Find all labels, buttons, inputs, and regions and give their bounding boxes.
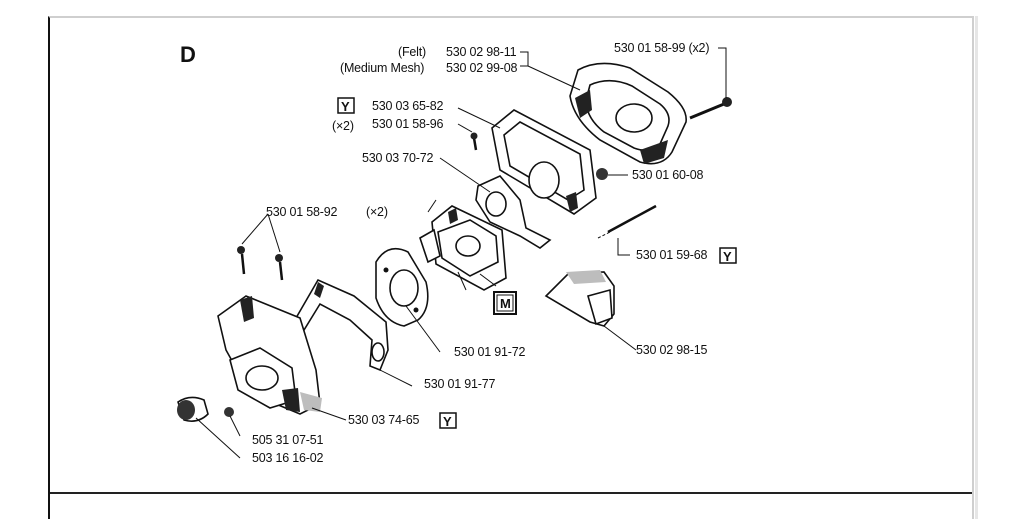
badge-y-top: Y <box>337 97 355 114</box>
plate-part-number: 530 03 70-72 <box>362 151 434 165</box>
carb-housing <box>217 295 322 415</box>
svg-text:Y: Y <box>723 249 732 264</box>
pin <box>224 407 234 417</box>
badge-m-carburetor: M <box>493 291 517 315</box>
frame-shadow <box>975 16 978 519</box>
housing-part-number: 530 03 74-65 <box>348 413 420 427</box>
cover-nut <box>596 168 608 180</box>
badge-y-housing: Y <box>439 412 457 429</box>
air-filter-cover <box>569 62 687 165</box>
felt-note: (Felt) <box>398 45 426 59</box>
leader-lines <box>195 47 727 459</box>
nut-part-number: 530 01 60-08 <box>632 168 704 182</box>
svg-text:M: M <box>500 296 511 311</box>
cover-screw <box>689 97 732 120</box>
stud-part-number: 530 01 59-68 <box>636 248 708 262</box>
svg-text:Y: Y <box>443 414 452 429</box>
felt-part-number: 530 02 98-11 <box>446 45 517 59</box>
screw-quantity: (×2) <box>332 119 354 133</box>
bushing <box>177 396 209 422</box>
gasket-part-number: 530 03 65-82 <box>372 99 444 113</box>
side-screws <box>237 246 284 281</box>
air-filter-plate <box>491 109 597 215</box>
filter-screw <box>470 132 478 151</box>
carburetor <box>419 199 507 291</box>
screw-part-number: 530 01 58-96 <box>372 117 444 131</box>
side-screw-part-number: 530 01 58-92 <box>266 205 338 219</box>
bushing-part-number: 503 16 16-02 <box>252 451 324 465</box>
section-letter: D <box>180 42 196 67</box>
svg-text:Y: Y <box>341 99 350 114</box>
stud <box>597 204 657 239</box>
throttle-slide <box>544 270 615 327</box>
carb-bracket <box>295 278 389 372</box>
badge-y-stud: Y <box>719 247 737 264</box>
diagram-frame <box>48 16 974 519</box>
mesh-part-number: 530 02 99-08 <box>446 61 518 75</box>
insulator-gasket <box>375 247 429 327</box>
pin-part-number: 505 31 07-51 <box>252 433 324 447</box>
cover-part-number: 530 01 58-99 (x2) <box>614 41 709 55</box>
slide-part-number: 530 02 98-15 <box>636 343 708 357</box>
mesh-note: (Medium Mesh) <box>340 61 424 75</box>
bracket-part-number: 530 01 91-77 <box>424 377 496 391</box>
side-screw-quantity: (×2) <box>366 205 388 219</box>
bottom-rule <box>50 492 972 494</box>
mounting-plate <box>475 175 552 249</box>
insulator-part-number: 530 01 91-72 <box>454 345 526 359</box>
